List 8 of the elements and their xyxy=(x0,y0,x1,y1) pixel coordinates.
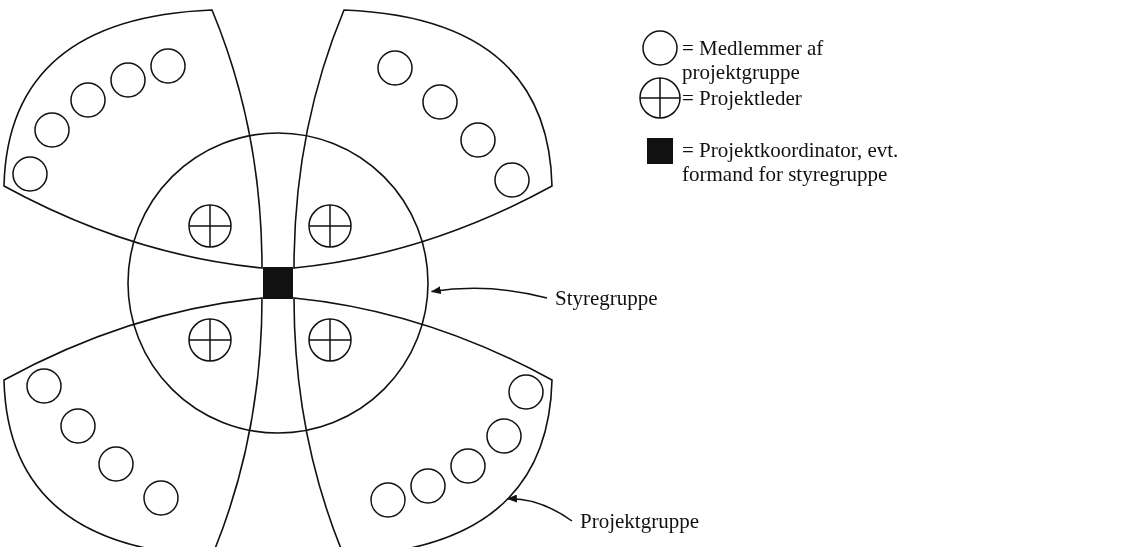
leader-arrow xyxy=(506,494,573,522)
legend-text: = Medlemmer af projektgruppe xyxy=(682,36,825,84)
legend-text: = Projektleder xyxy=(682,86,803,110)
group-label: Projektgruppe xyxy=(580,509,699,533)
leader-arrow xyxy=(430,286,548,299)
legend-text: = Projektkoordinator, evt. formand for styregruppe xyxy=(682,138,900,186)
group-circle xyxy=(127,132,429,434)
group-label: Styregruppe xyxy=(555,286,658,310)
